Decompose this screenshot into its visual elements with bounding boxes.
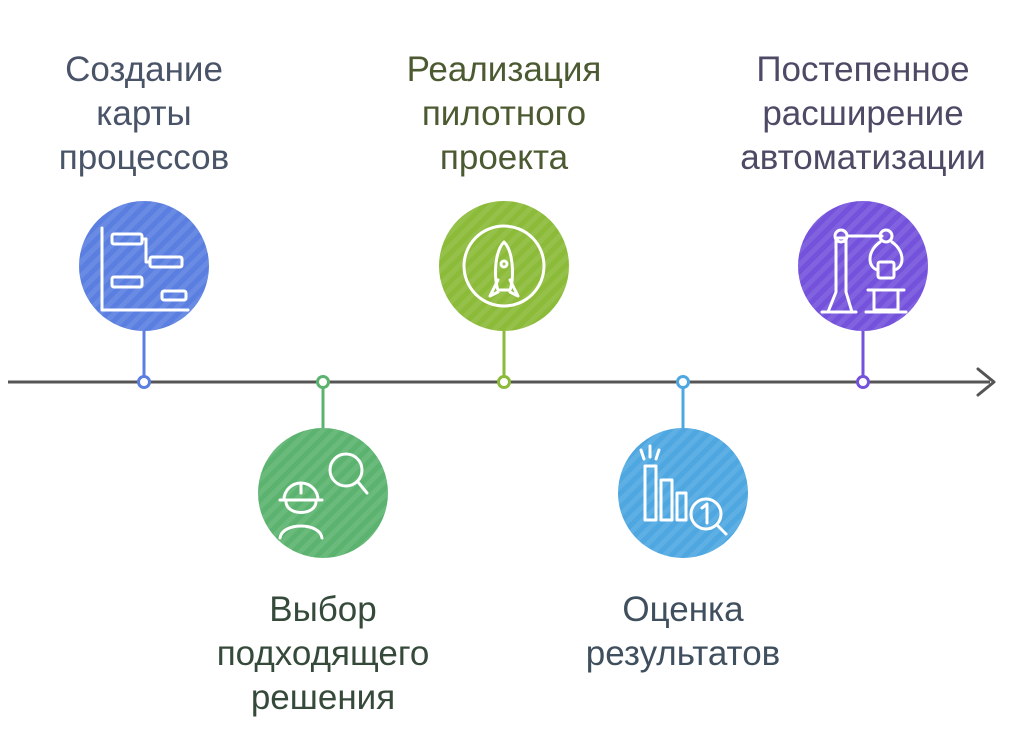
step-5-label: Постепенное расширение автоматизации	[713, 48, 1013, 180]
step-5-label-line-3: автоматизации	[740, 138, 986, 177]
rocket-icon	[462, 224, 546, 308]
step-1-label-line-2: карты	[96, 94, 192, 133]
step-3-label-line-2: пилотного	[421, 94, 587, 133]
robot-arm-icon	[820, 228, 908, 314]
step-3-label-line-3: проекта	[439, 138, 569, 177]
step-4-label: Оценка результатов	[533, 588, 833, 676]
step-2-label-line-3: решения	[250, 678, 396, 717]
timeline-arrow-head	[976, 367, 996, 397]
worker-search-icon	[278, 452, 369, 540]
step-5-circle-stripes	[798, 201, 928, 331]
step-3-node	[497, 375, 511, 389]
timeline-step-3	[439, 201, 569, 389]
step-1-label: Создание карты процессов	[0, 48, 294, 180]
step-3-label: Реализация пилотного проекта	[354, 48, 654, 180]
step-2-circle-stripes	[258, 428, 388, 558]
step-2-node	[316, 375, 330, 389]
step-5-label-line-2: расширение	[762, 94, 964, 133]
step-5-label-line-1: Постепенное	[756, 50, 970, 89]
step-1-label-line-1: Создание	[65, 50, 223, 89]
timeline-step-1	[79, 201, 209, 389]
chart-magnifier-icon	[639, 444, 728, 536]
step-4-label-line-1: Оценка	[622, 590, 744, 629]
step-4-label-line-2: результатов	[585, 634, 781, 673]
step-1-label-line-3: процессов	[58, 138, 230, 177]
timeline-step-2	[258, 375, 388, 558]
timeline-step-5	[798, 201, 928, 389]
step-2-label-line-2: подходящего	[216, 634, 430, 673]
step-4-node	[676, 375, 690, 389]
process-map-icon	[100, 226, 190, 312]
step-3-label-line-1: Реализация	[406, 50, 602, 89]
step-2-label: Выбор подходящего решения	[173, 588, 473, 720]
step-1-node	[137, 375, 151, 389]
step-2-label-line-1: Выбор	[269, 590, 377, 629]
step-5-node	[856, 375, 870, 389]
timeline-step-4	[618, 375, 748, 558]
